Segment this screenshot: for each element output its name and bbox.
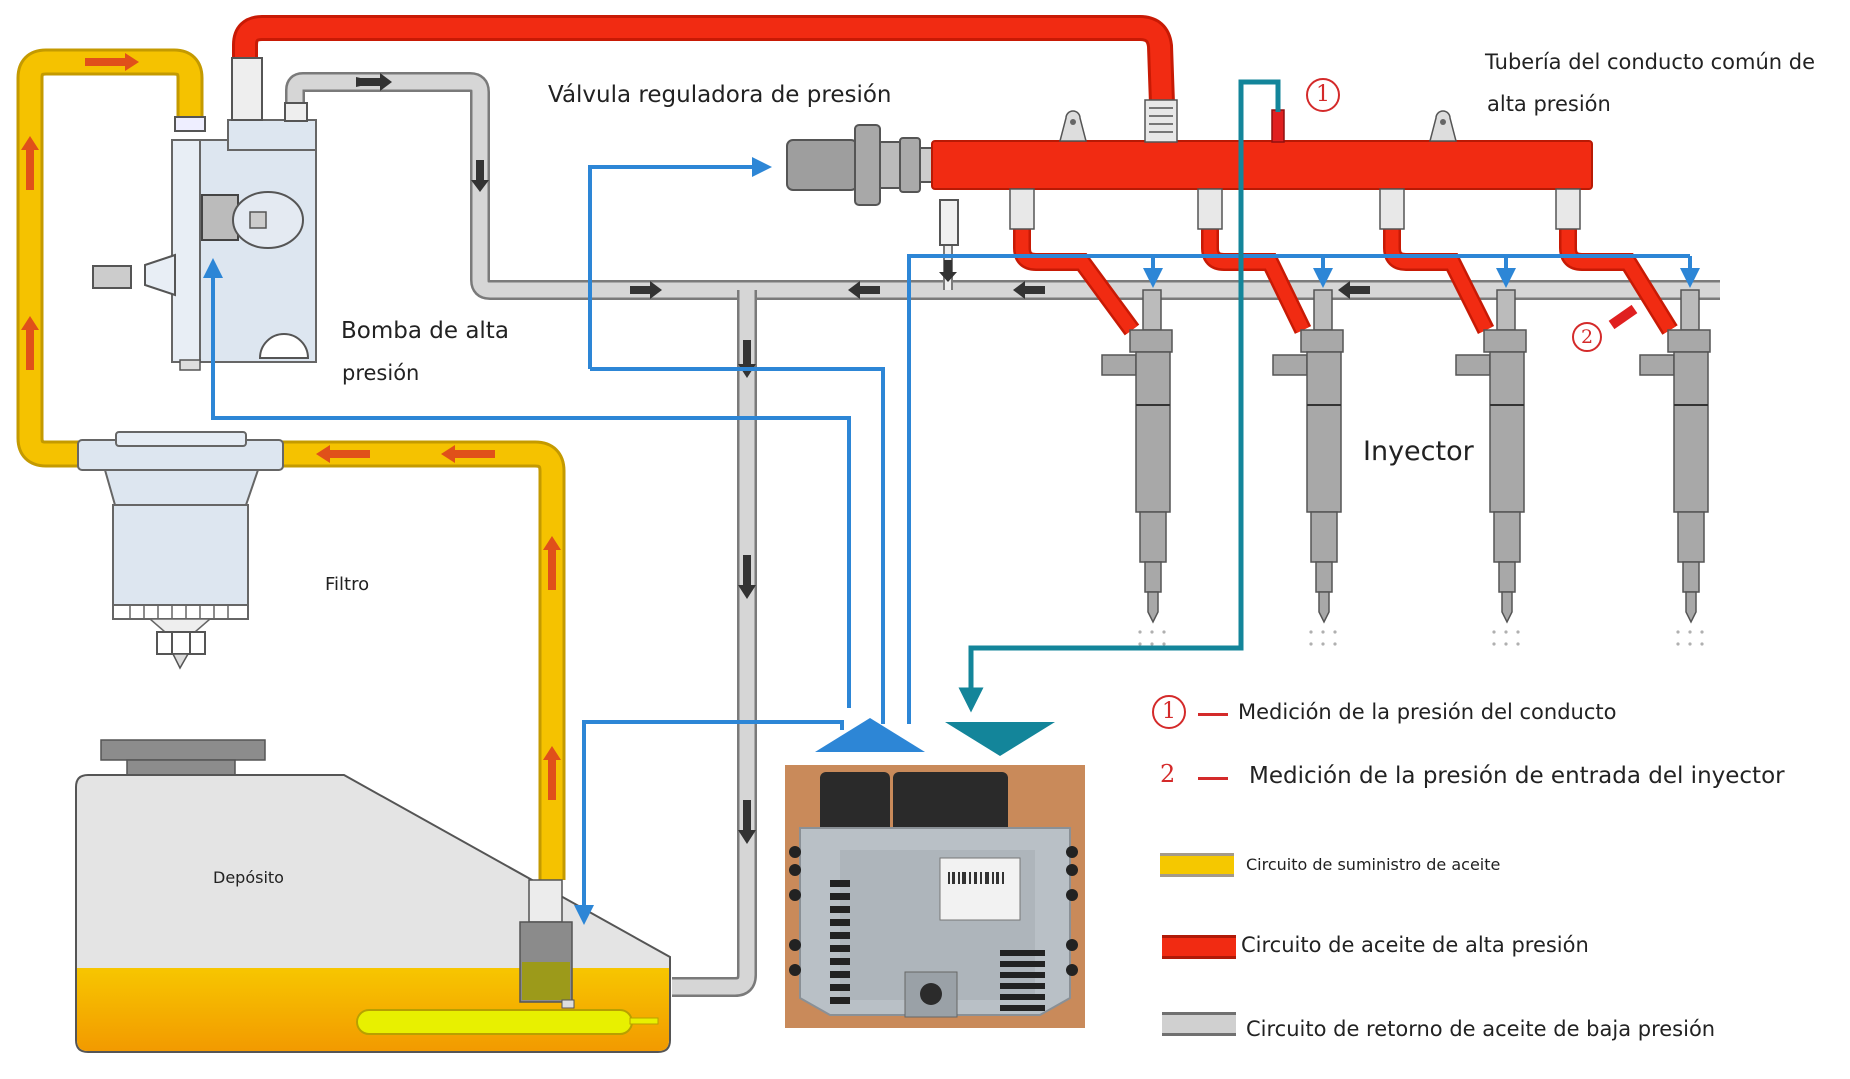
fuel-filter — [77, 431, 284, 670]
ecu-fin — [830, 945, 850, 952]
marker-2: 2 — [1572, 322, 1602, 352]
arrow-up-icon — [21, 136, 39, 190]
rail-fitting — [1009, 188, 1035, 230]
arrow-left-icon — [1338, 281, 1370, 299]
marker-1: 1 — [1306, 78, 1340, 112]
pump-label-line2: presión — [342, 361, 420, 385]
ecu-input-triangle — [945, 722, 1055, 756]
tank-label: Depósito — [213, 868, 284, 887]
arrow-right-icon — [630, 281, 662, 299]
arrow-down-icon — [738, 800, 756, 844]
ecu-fin — [830, 932, 850, 939]
supply-circuit — [16, 48, 566, 880]
arrow-up-icon — [543, 536, 561, 590]
injector — [1009, 188, 1173, 646]
ecu-unit — [785, 765, 1085, 1028]
rail-label-line2: alta presión — [1487, 92, 1611, 116]
return-pipe-down — [672, 290, 757, 997]
arrow-up-icon — [21, 316, 39, 370]
legend-label-low-pressure: Circuito de retorno de aceite de baja pr… — [1246, 1017, 1716, 1041]
pressure-regulating-valve — [786, 124, 959, 246]
arrow-left-icon — [441, 445, 495, 463]
legend-swatch-high-pressure — [1162, 935, 1236, 959]
ecu-fin — [1000, 1005, 1045, 1011]
arrow-left-icon — [316, 445, 370, 463]
injector — [1379, 188, 1527, 646]
high-pressure-pump — [92, 57, 317, 371]
ecu-fin — [830, 919, 850, 926]
ecu-fin — [830, 997, 850, 1004]
fuel-tank — [75, 739, 671, 1053]
legend-swatch-supply — [1160, 853, 1234, 877]
pump-label-line1: Bomba de alta — [341, 318, 509, 344]
ecu-fin — [1000, 950, 1045, 956]
ecu-fin — [1000, 983, 1045, 989]
measurement-1-dash — [1198, 713, 1228, 716]
rail-fitting — [1379, 188, 1405, 230]
rail-fitting — [1197, 188, 1223, 230]
arrow-right-icon — [85, 53, 139, 71]
filter-label: Filtro — [325, 574, 370, 595]
ecu-fin — [830, 971, 850, 978]
measurement-2-text: Medición de la presión de entrada del in… — [1249, 763, 1785, 789]
ecu-fin — [1000, 994, 1045, 1000]
arrow-down-icon — [471, 160, 489, 192]
injector — [1197, 188, 1344, 646]
measurement-1-symbol: 1 — [1152, 695, 1186, 729]
ecu-output-triangle — [815, 718, 925, 752]
ecu-fin — [830, 893, 850, 900]
ecu-fin — [830, 958, 850, 965]
valve-label: Válvula reguladora de presión — [548, 82, 892, 108]
arrow-up-icon — [543, 746, 561, 800]
marker-1-number: 1 — [1306, 78, 1340, 112]
measurement-2-symbol: 2 — [1160, 760, 1176, 788]
ecu-fin — [830, 906, 850, 913]
measurement-2-dash — [1198, 777, 1228, 780]
marker-2-number: 2 — [1572, 322, 1602, 352]
injector-label: Inyector — [1363, 436, 1474, 467]
arrow-left-icon — [1013, 281, 1045, 299]
injectors — [1009, 188, 1711, 646]
injector-inlet-sensor — [1608, 304, 1638, 330]
measurement-1-text: Medición de la presión del conducto — [1238, 700, 1617, 724]
arrow-down-icon — [738, 555, 756, 599]
rail-fitting — [1555, 188, 1581, 230]
legend-swatch-low-pressure — [1162, 1012, 1236, 1036]
high-pressure-circuit — [232, 15, 1175, 105]
rail-pressure-sensor-line — [958, 79, 1281, 713]
legend-label-high-pressure: Circuito de aceite de alta presión — [1241, 933, 1589, 957]
ecu-fin — [1000, 972, 1045, 978]
supply-flow-arrows — [21, 53, 561, 800]
rail-label-line1: Tubería del conducto común de — [1485, 50, 1816, 74]
ecu-fin — [830, 880, 850, 887]
ecu-fin — [830, 984, 850, 991]
common-rail — [931, 99, 1593, 190]
ecu-signal-lines — [203, 157, 1700, 925]
legend-label-supply: Circuito de suministro de aceite — [1246, 855, 1501, 874]
ecu-fin — [1000, 961, 1045, 967]
injector — [1555, 188, 1711, 646]
arrow-left-icon — [848, 281, 880, 299]
arrow-right-icon — [360, 73, 392, 91]
